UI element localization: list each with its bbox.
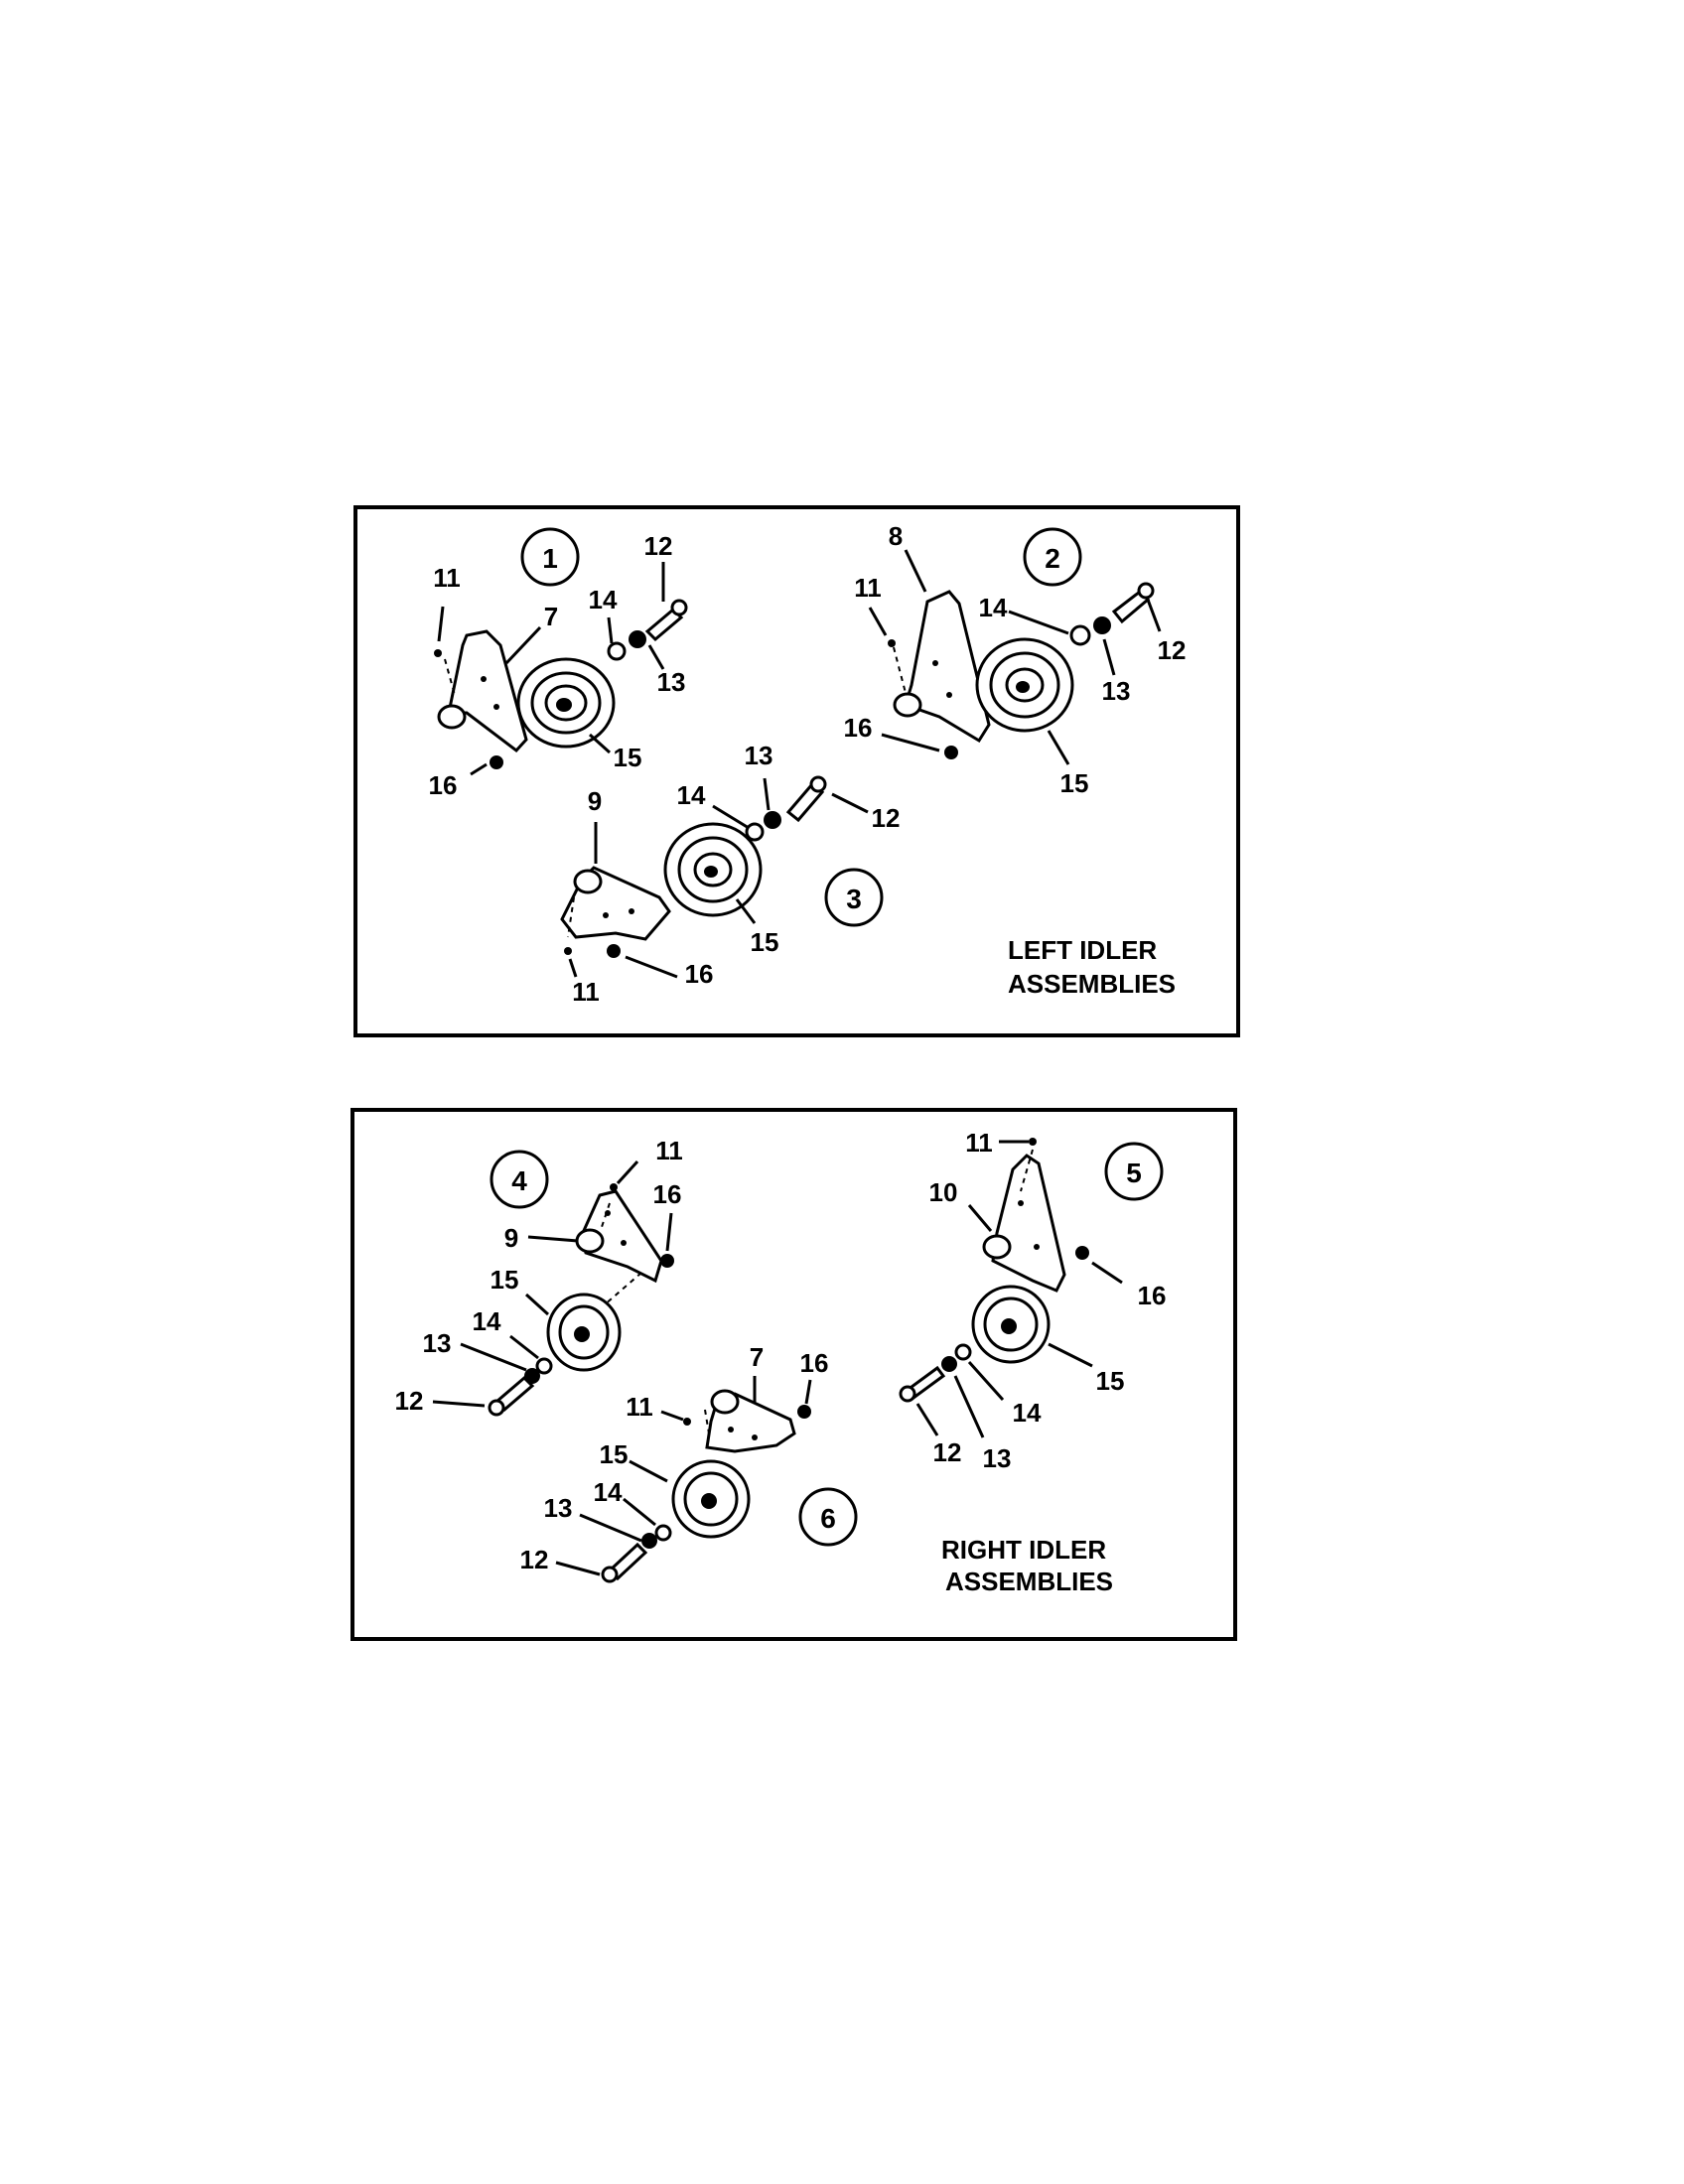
washer-part [1069, 624, 1091, 646]
bracket-part [447, 629, 528, 753]
assembly-2-marker [1023, 527, 1082, 587]
washer-part [745, 822, 765, 842]
right-idler-panel: 4 11 16 9 15 14 1 [351, 1108, 1237, 1641]
nut-part [764, 811, 781, 829]
part-label: 15 [1060, 768, 1089, 798]
bracket-hub [575, 1228, 605, 1254]
left-idler-title-line1: LEFT IDLER [1008, 935, 1157, 965]
bracket-part [991, 1154, 1066, 1293]
nut-part [1093, 616, 1111, 634]
bracket-hub [893, 692, 922, 718]
assembly-4-marker [490, 1150, 549, 1209]
part-label: 16 [429, 770, 458, 800]
part-label: 13 [657, 667, 686, 697]
right-idler-title-line2: ASSEMBLIES [945, 1567, 1113, 1596]
assembly-5: 5 11 10 16 15 14 13 [899, 1128, 1167, 1473]
part-label: 14 [979, 593, 1008, 622]
assembly-2-number: 2 [1045, 543, 1060, 574]
part-label: 11 [854, 573, 882, 603]
part-label: 11 [433, 563, 461, 593]
part-label: 11 [572, 977, 600, 1007]
part-label: 12 [933, 1437, 962, 1467]
assembly-5-marker [1104, 1142, 1164, 1201]
assembly-2: 2 8 11 14 12 13 1 [844, 521, 1187, 798]
part-label: 12 [1158, 635, 1187, 665]
washer-part [535, 1357, 553, 1375]
part-label: 15 [614, 743, 642, 772]
bracket-part [904, 590, 991, 744]
part-label: 9 [504, 1223, 518, 1253]
part-label: 13 [745, 741, 773, 770]
part-label: 15 [600, 1439, 629, 1469]
assembly-1: 1 11 7 [429, 527, 688, 800]
washer-part [607, 641, 627, 661]
part-label: 13 [544, 1493, 573, 1523]
left-idler-panel-frame [353, 505, 1240, 1037]
nut-part [629, 630, 646, 648]
assembly-3: 3 9 14 13 12 15 1 [560, 741, 901, 1007]
nut-part [641, 1533, 657, 1549]
part-label: 14 [594, 1477, 623, 1507]
part-label: 14 [589, 585, 618, 614]
assembly-1-marker [520, 527, 580, 587]
bracket-hub [982, 1234, 1012, 1260]
assembly-4: 4 11 16 9 15 14 1 [395, 1136, 683, 1417]
part-label: 14 [473, 1306, 501, 1336]
part-label: 8 [889, 521, 903, 551]
part-label: 16 [685, 959, 714, 989]
part-label: 14 [677, 780, 706, 810]
part-label: 12 [520, 1545, 549, 1574]
part-label: 14 [1013, 1398, 1042, 1428]
part-label: 7 [750, 1342, 764, 1372]
part-label: 16 [1138, 1281, 1167, 1310]
bolt-part [644, 607, 684, 642]
left-idler-title-line2: ASSEMBLIES [1008, 969, 1176, 999]
assembly-6: 6 7 16 11 15 14 13 [520, 1342, 858, 1583]
part-label: 15 [751, 927, 779, 957]
nut-part [941, 1356, 957, 1372]
assembly-4-number: 4 [511, 1165, 527, 1196]
assembly-6-number: 6 [820, 1503, 836, 1534]
part-label: 11 [655, 1136, 683, 1165]
bracket-hub [710, 1389, 740, 1415]
part-label: 16 [800, 1348, 829, 1378]
assembly-3-marker [824, 868, 884, 927]
part-label: 7 [544, 602, 558, 631]
washer-part [654, 1524, 672, 1542]
part-label: 10 [929, 1177, 958, 1207]
part-label: 9 [588, 786, 602, 816]
assembly-5-number: 5 [1126, 1158, 1142, 1188]
assembly-1-number: 1 [542, 543, 558, 574]
washer-part [954, 1343, 972, 1361]
part-label: 13 [1102, 676, 1131, 706]
bracket-hub [437, 704, 467, 730]
assembly-3-number: 3 [846, 884, 862, 914]
part-label: 12 [395, 1386, 424, 1416]
bolt-part [785, 781, 825, 823]
bracket-hub [573, 869, 603, 894]
part-label: 11 [626, 1392, 653, 1422]
right-idler-title-line1: RIGHT IDLER [941, 1535, 1106, 1565]
part-label: 12 [644, 531, 673, 561]
part-label: 16 [844, 713, 873, 743]
part-label: 13 [983, 1443, 1012, 1473]
left-idler-panel: 1 11 7 [353, 505, 1240, 1037]
assembly-6-marker [798, 1487, 858, 1547]
part-label: 13 [423, 1328, 452, 1358]
right-idler-panel-frame [351, 1108, 1237, 1641]
part-label: 15 [1096, 1366, 1125, 1396]
part-label: 15 [491, 1265, 519, 1295]
part-label: 12 [872, 803, 901, 833]
part-label: 16 [653, 1179, 682, 1209]
part-label: 11 [965, 1128, 993, 1158]
